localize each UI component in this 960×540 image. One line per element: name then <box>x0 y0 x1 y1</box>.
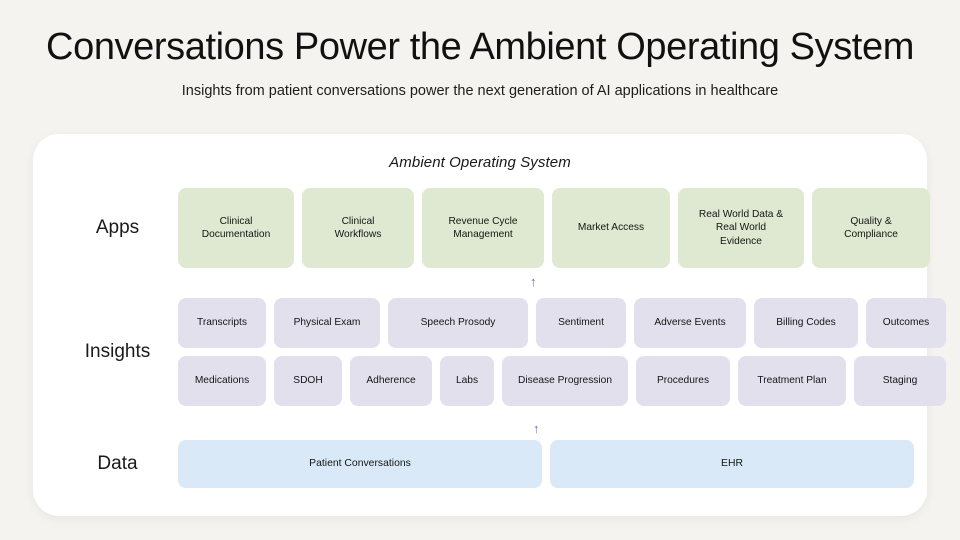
row-label-insights: Insights <box>84 340 151 362</box>
insight-card-billing-codes[interactable]: Billing Codes <box>754 298 858 348</box>
page-subtitle: Insights from patient conversations powe… <box>181 82 779 99</box>
app-card-revenue-cycle-management[interactable]: Revenue Cycle Management <box>422 188 544 268</box>
insight-card-speech-prosody[interactable]: Speech Prosody <box>388 298 528 348</box>
diagram-panel: Ambient Operating System Apps Clinical D… <box>33 134 946 516</box>
insight-card-medications[interactable]: Medications <box>178 356 266 406</box>
insight-card-procedures[interactable]: Procedures <box>636 356 730 406</box>
panel-title: Ambient Operating System <box>389 154 571 171</box>
data-card-patient-conversations[interactable]: Patient Conversations <box>178 440 542 488</box>
data-card-ehr[interactable]: EHR <box>550 440 914 488</box>
insights-card-list: Transcripts Physical Exam Speech Prosody… <box>178 298 946 406</box>
row-data: Data Patient Conversations EHR <box>57 440 914 488</box>
insight-card-adverse-events[interactable]: Adverse Events <box>634 298 746 348</box>
insight-card-physical-exam[interactable]: Physical Exam <box>274 298 380 348</box>
app-card-real-world-data-evidence[interactable]: Real World Data & Real World Evidence <box>678 188 804 268</box>
row-apps: Apps Clinical Documentation Clinical Wor… <box>57 188 930 268</box>
row-label-apps: Apps <box>95 216 140 238</box>
insight-card-transcripts[interactable]: Transcripts <box>178 298 266 348</box>
insights-line-1: Transcripts Physical Exam Speech Prosody… <box>178 298 946 348</box>
app-card-market-access[interactable]: Market Access <box>552 188 670 268</box>
insight-card-labs[interactable]: Labs <box>440 356 494 406</box>
app-card-clinical-documentation[interactable]: Clinical Documentation <box>178 188 294 268</box>
arrow-up-data-to-insights-icon: ↑ <box>533 421 540 436</box>
row-insights: Insights Transcripts Physical Exam Speec… <box>57 298 946 406</box>
app-card-quality-compliance[interactable]: Quality & Compliance <box>812 188 930 268</box>
insight-card-adherence[interactable]: Adherence <box>350 356 432 406</box>
slide-header: Conversations Power the Ambient Operatin… <box>0 0 960 99</box>
page-title: Conversations Power the Ambient Operatin… <box>46 26 914 68</box>
insights-line-2: Medications SDOH Adherence Labs Disease … <box>178 356 946 406</box>
insight-card-treatment-plan[interactable]: Treatment Plan <box>738 356 846 406</box>
row-label-data: Data <box>97 452 138 474</box>
insight-card-sentiment[interactable]: Sentiment <box>536 298 626 348</box>
data-card-list: Patient Conversations EHR <box>178 440 914 488</box>
insight-card-disease-progression[interactable]: Disease Progression <box>502 356 628 406</box>
insight-card-staging[interactable]: Staging <box>854 356 946 406</box>
app-card-clinical-workflows[interactable]: Clinical Workflows <box>302 188 414 268</box>
arrow-up-insights-to-apps-icon: ↑ <box>530 274 537 289</box>
apps-card-list: Clinical Documentation Clinical Workflow… <box>178 188 930 268</box>
insight-card-outcomes[interactable]: Outcomes <box>866 298 946 348</box>
insight-card-sdoh[interactable]: SDOH <box>274 356 342 406</box>
